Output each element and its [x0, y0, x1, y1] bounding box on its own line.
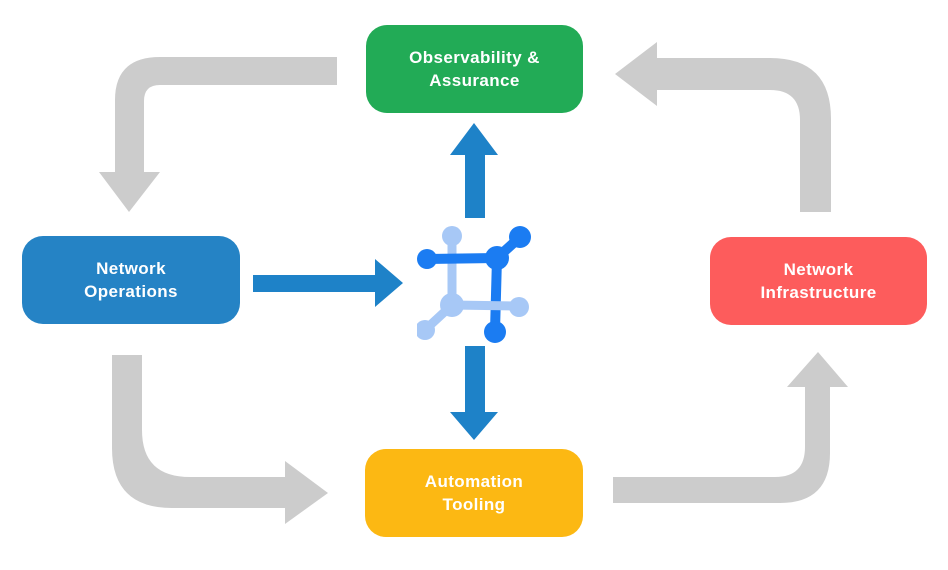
- network-automation-icon: [417, 226, 531, 343]
- node-observability-assurance: Observability & Assurance: [366, 25, 583, 113]
- icon-node-circle: [484, 321, 506, 343]
- node-label: Network Infrastructure: [760, 259, 877, 302]
- icon-node-circle: [417, 249, 437, 269]
- icon-node-circle: [417, 320, 435, 340]
- node-label: Automation Tooling: [424, 471, 524, 514]
- arrow-automation-to-infrastructure: [613, 352, 848, 503]
- node-automation-tooling: Automation Tooling: [365, 449, 583, 537]
- icon-node-circle: [442, 226, 462, 246]
- arrow-center-to-automation: [450, 346, 498, 440]
- arrow-infrastructure-to-observability: [615, 42, 831, 212]
- node-label: Observability & Assurance: [409, 47, 540, 90]
- icon-dark-strand: [417, 226, 531, 343]
- node-network-infrastructure: Network Infrastructure: [710, 237, 927, 325]
- arrow-center-to-observability: [450, 123, 498, 218]
- arrow-observability-to-operations: [99, 57, 337, 212]
- icon-light-strand-over: [447, 297, 529, 317]
- node-label: Network Operations: [84, 258, 178, 301]
- arrow-operations-to-center: [253, 259, 403, 307]
- node-network-operations: Network Operations: [22, 236, 240, 324]
- icon-light-strand: [417, 226, 464, 340]
- icon-junction-circle: [485, 246, 509, 270]
- icon-node-circle: [509, 297, 529, 317]
- icon-node-circle: [509, 226, 531, 248]
- arrow-operations-to-automation: [112, 355, 328, 524]
